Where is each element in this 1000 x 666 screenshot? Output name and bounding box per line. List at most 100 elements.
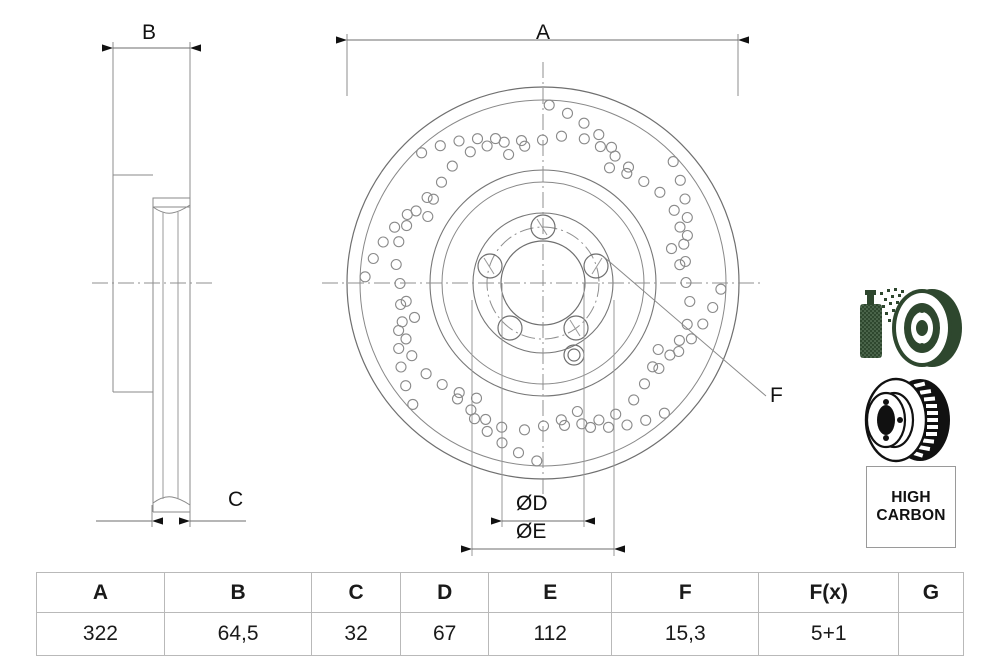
drill-hole: [377, 236, 389, 248]
table-header-e: E: [488, 572, 613, 613]
drill-hole: [480, 413, 492, 425]
drill-hole: [578, 117, 590, 129]
drill-hole: [647, 361, 659, 373]
drill-hole: [674, 259, 686, 271]
drill-hole: [395, 361, 407, 373]
drill-hole: [594, 141, 606, 153]
drill-hole: [638, 378, 651, 390]
drill-hole: [496, 421, 508, 433]
drill-hole: [536, 134, 549, 146]
drill-hole: [654, 186, 666, 198]
drill-hole: [603, 162, 616, 174]
drill-hole: [610, 408, 622, 420]
drill-hole: [558, 419, 571, 431]
table-header-g: G: [897, 572, 965, 613]
drill-hole: [367, 252, 379, 265]
drill-hole: [674, 174, 686, 186]
drill-hole: [393, 236, 405, 248]
drill-hole: [390, 258, 402, 271]
drill-hole: [707, 301, 719, 314]
face-view: [322, 34, 767, 556]
drill-hole: [481, 425, 493, 437]
drill-hole: [555, 130, 568, 142]
anti-corrosion-coating-icon: [860, 288, 962, 367]
drill-hole: [422, 210, 434, 223]
dimension-label-A: A: [536, 21, 551, 44]
leader-line-F: [603, 256, 767, 397]
drill-hole: [609, 150, 621, 162]
drill-hole: [621, 419, 633, 431]
drill-hole: [498, 136, 510, 148]
drill-hole: [512, 447, 525, 459]
table-value-d: 67: [399, 612, 490, 656]
drill-hole: [436, 378, 448, 391]
drill-hole: [408, 311, 421, 323]
drill-hole: [515, 135, 528, 147]
drill-hole: [576, 418, 588, 430]
centerlines-face-view: [322, 62, 764, 504]
drill-hole: [435, 176, 448, 188]
drill-hole: [658, 407, 670, 419]
drill-hole: [571, 405, 583, 418]
drill-hole: [396, 316, 408, 328]
vented-disc-icon: [864, 377, 950, 463]
drill-hole: [519, 140, 531, 152]
drill-hole: [653, 362, 665, 375]
drill-hole: [416, 147, 428, 159]
drill-hole: [393, 342, 405, 355]
drill-hole: [667, 156, 679, 168]
drill-hole: [401, 220, 413, 232]
dimension-label-OD: ØD: [516, 492, 548, 515]
drill-hole: [518, 424, 531, 436]
dimension-label-OE: ØE: [516, 520, 547, 543]
high-carbon-line-2: CARBON: [876, 507, 946, 524]
drill-hole: [481, 140, 493, 152]
drill-hole: [622, 161, 635, 173]
drill-hole: [464, 146, 476, 158]
table-value-g: [897, 612, 965, 656]
table-header-c: C: [311, 572, 401, 613]
drill-hole: [453, 387, 465, 399]
drill-hole: [621, 167, 633, 179]
table-value-b: 64,5: [163, 612, 313, 656]
table-value-a: 322: [36, 612, 165, 656]
drill-hole: [451, 393, 464, 405]
drill-hole: [668, 204, 680, 216]
table-header-d: D: [399, 572, 490, 613]
drilled-hole-pattern: [359, 99, 727, 467]
drill-hole: [537, 420, 550, 432]
drill-hole: [471, 133, 484, 145]
drill-hole: [446, 160, 458, 172]
drill-hole: [543, 99, 555, 111]
drill-hole: [673, 334, 685, 346]
high-carbon-line-1: HIGH: [891, 489, 931, 506]
table-value-f: 15,3: [611, 612, 760, 656]
high-carbon-badge: HIGH CARBON: [866, 466, 956, 548]
drill-hole: [359, 271, 371, 283]
drill-hole: [652, 343, 664, 356]
drill-hole: [638, 175, 650, 188]
drill-hole: [400, 295, 412, 307]
drill-hole: [434, 140, 446, 152]
side-view: [92, 42, 246, 527]
drill-hole: [628, 394, 640, 406]
dimension-label-C: C: [228, 488, 244, 511]
table-header-f: F: [611, 572, 760, 613]
drill-hole: [680, 276, 692, 289]
table-value-fx: 5+1: [758, 612, 899, 656]
drill-hole: [685, 333, 697, 345]
drill-hole: [406, 350, 418, 362]
pilot-hole: [563, 344, 585, 366]
table-value-e: 112: [488, 612, 613, 656]
drill-hole: [465, 404, 477, 416]
drill-hole: [531, 455, 543, 467]
drill-hole: [602, 421, 615, 433]
drill-hole: [395, 298, 407, 311]
drill-hole: [400, 333, 412, 345]
table-header-b: B: [163, 572, 313, 613]
drill-hole: [681, 211, 693, 224]
